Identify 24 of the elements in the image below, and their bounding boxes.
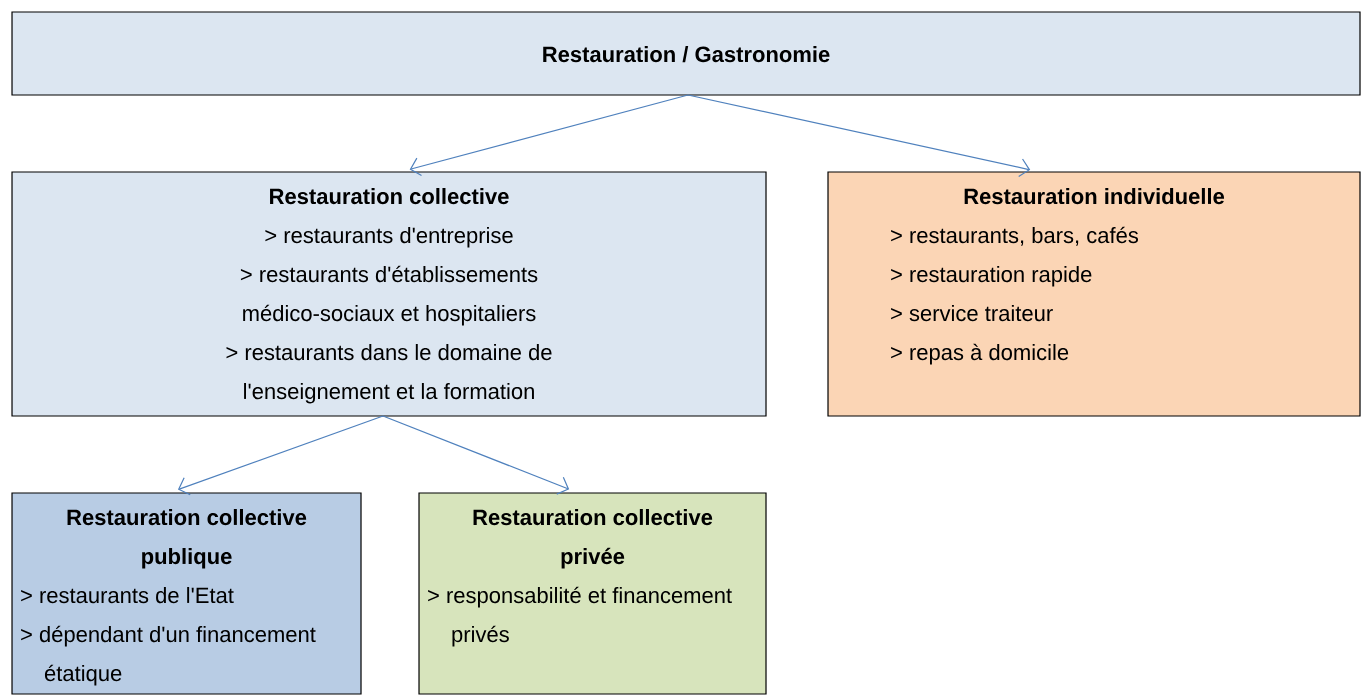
arrow	[177, 415, 384, 496]
list-item: > restaurants dans le domaine de l'enseignement et la formation	[226, 344, 552, 404]
list-item: > responsabilité et financement privés	[428, 586, 732, 647]
arrow	[382, 415, 570, 495]
category-box	[11, 492, 362, 695]
list-item: > service traiteur	[891, 305, 1053, 322]
list-item: > restaurants, bars, cafés	[891, 226, 1139, 246]
category-box	[418, 492, 767, 695]
list-item: > restaurants d'établissements médico-sociaux et hospitaliers	[240, 265, 538, 326]
list-item: > dépendant d'un financement étatique	[21, 625, 316, 686]
list-item: > restaurants de l'Etat	[21, 587, 234, 604]
list-item: > restauration rapide	[891, 266, 1092, 287]
list-item: > restaurants d'entreprise	[265, 227, 513, 248]
arrow	[687, 94, 1031, 178]
box-heading: Restauration / Gastronomie	[543, 46, 830, 63]
list-item: > repas à domicile	[891, 343, 1069, 365]
category-box	[827, 171, 1361, 417]
box-heading: Restauration collective privée	[473, 509, 713, 569]
box-heading: Restauration individuelle	[964, 188, 1225, 205]
box-heading: Restauration collective publique	[67, 509, 307, 569]
category-box	[11, 11, 1361, 96]
arrow	[409, 94, 689, 177]
box-heading: Restauration collective	[270, 188, 509, 205]
category-box	[11, 171, 767, 417]
